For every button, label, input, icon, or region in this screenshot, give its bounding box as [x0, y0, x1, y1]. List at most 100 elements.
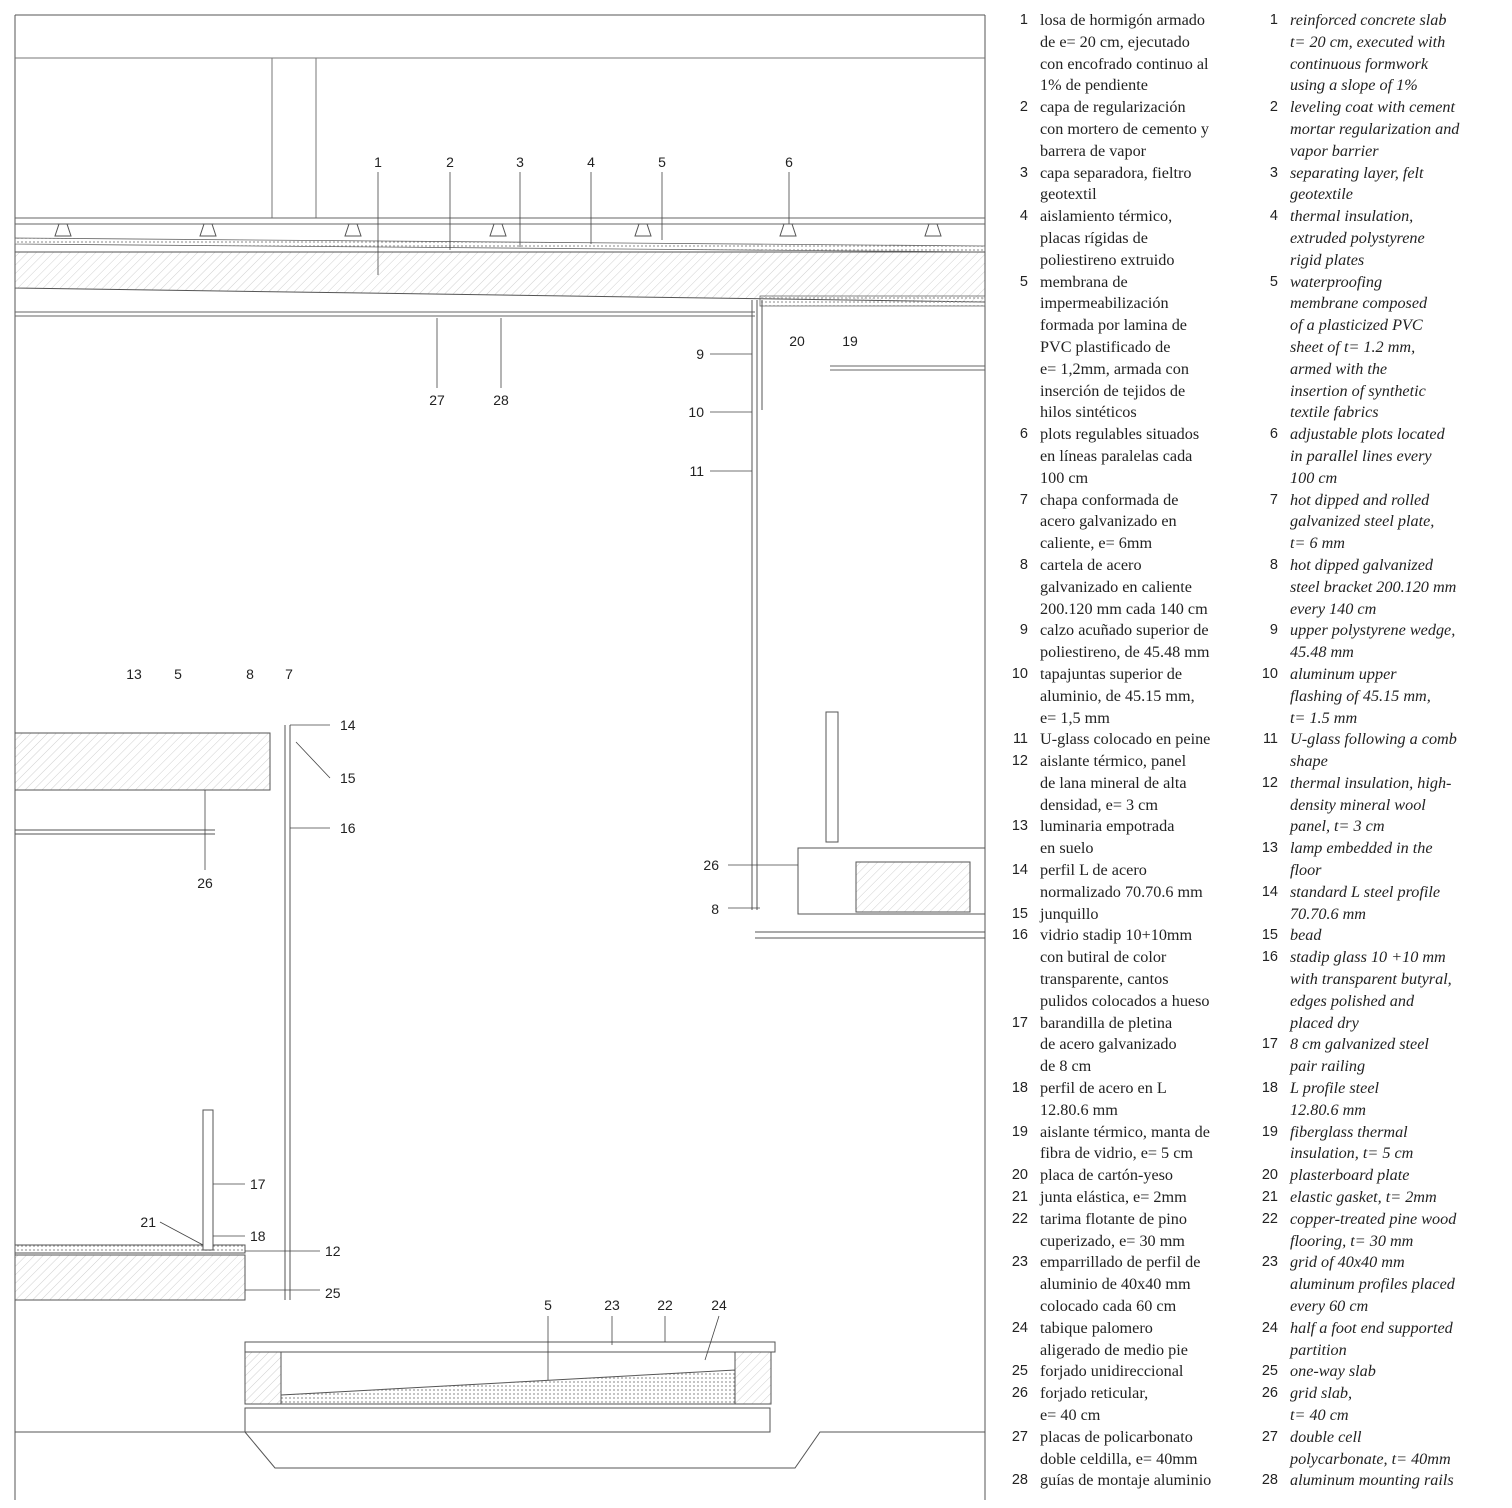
legend-number: 25	[1011, 1363, 1028, 1380]
legend-number: 26	[1011, 1385, 1028, 1402]
callout-label: 3	[516, 154, 524, 170]
legend-text: stadip glass 10 +10 mm with transparent …	[1290, 948, 1452, 1032]
legend-text: perfil de acero en L 12.80.6 mm	[1040, 1079, 1167, 1119]
legend-number: 21	[1011, 1189, 1028, 1206]
legend-item: 6 plots regulables situados en líneas par…	[1008, 424, 1248, 489]
legend-text: placas de policarbonato doble celdilla, …	[1040, 1427, 1198, 1468]
legend-text: aislamiento térmico, placas rígidas de p…	[1040, 207, 1175, 269]
legend-number: 15	[1011, 905, 1028, 922]
legend-text: thermal insulation, high- density minera…	[1290, 773, 1452, 836]
callout-label: 5	[544, 1297, 552, 1313]
legend-number: 26	[1261, 1385, 1278, 1402]
legend-number: 4	[1019, 208, 1028, 225]
legend-number: 15	[1261, 927, 1278, 944]
legend-text: U-glass colocado en peine	[1040, 730, 1211, 749]
upper-facade	[15, 57, 985, 218]
legend-text: double cell polycarbonate, t= 40mm	[1290, 1427, 1451, 1468]
legend-number: 5	[1019, 273, 1028, 290]
legend-text: adjustable plots located in parallel lin…	[1290, 425, 1445, 487]
legend-text: plasterboard plate	[1290, 1166, 1410, 1185]
lower-slab	[14, 1109, 246, 1301]
legend-text: guías de montaje aluminio	[1040, 1471, 1212, 1490]
callout-label: 2	[446, 154, 454, 170]
legend-text: cartela de acero galvanizado en caliente…	[1040, 555, 1208, 618]
legend-item: 24 half a foot end supported partition	[1258, 1318, 1508, 1362]
callout-label: 27	[429, 392, 445, 408]
callout-label: 15	[340, 770, 356, 786]
legend-text: vidrio stadip 10+10mm con butiral de col…	[1040, 926, 1210, 1010]
legend-text: luminaria empotrada en suelo	[1040, 817, 1175, 858]
legend-text: emparrillado de perfil de aluminio de 40…	[1040, 1253, 1201, 1316]
legend-number: 13	[1261, 840, 1278, 857]
legend-text: junta elástica, e= 2mm	[1040, 1188, 1187, 1207]
legend-number: 14	[1261, 883, 1278, 900]
legend-number: 5	[1269, 273, 1278, 290]
callout-label: 14	[340, 717, 356, 733]
legend-item: 5 membrana de impermeabilización formada …	[1008, 272, 1248, 425]
callout-label: 17	[250, 1176, 266, 1192]
legend-number: 18	[1261, 1080, 1278, 1097]
legend-number: 8	[1269, 556, 1278, 573]
legend-number: 10	[1261, 665, 1278, 682]
callout-label: 5	[174, 666, 182, 682]
callout-label: 18	[250, 1228, 266, 1244]
legend-text: half a foot end supported partition	[1290, 1318, 1453, 1359]
legend-text: capa de regularización con mortero de ce…	[1040, 98, 1210, 160]
legend-item: 4 aislamiento térmico, placas rígidas de …	[1008, 206, 1248, 271]
legend-number: 19	[1011, 1123, 1028, 1140]
callout-label: 13	[126, 666, 142, 682]
legend-number: 20	[1011, 1167, 1028, 1184]
legend-number: 6	[1019, 426, 1028, 443]
legend-number: 10	[1011, 665, 1028, 682]
legend-number: 12	[1011, 753, 1028, 770]
legend-text: calzo acuñado superior de poliestireno, …	[1040, 621, 1210, 662]
legend-text: grid of 40x40 mm aluminum profiles place…	[1290, 1253, 1455, 1316]
legend-number: 19	[1261, 1123, 1278, 1140]
legend-text: U-glass following a comb shape	[1290, 730, 1457, 771]
callout-label: 11	[689, 463, 704, 479]
legend-number: 18	[1011, 1080, 1028, 1097]
legend-number: 2	[1269, 99, 1278, 116]
callout-label: 25	[325, 1285, 341, 1301]
roof-assembly	[14, 217, 986, 371]
roof-plots	[54, 223, 942, 237]
legend-item: 20 plasterboard plate	[1258, 1165, 1508, 1187]
callout-label: 23	[604, 1297, 620, 1313]
legend-text: perfil L de acero normalizado 70.70.6 mm	[1040, 861, 1203, 901]
ground-floor	[15, 1341, 985, 1469]
legend-text: junquillo	[1040, 904, 1099, 923]
callout-label: 26	[197, 875, 213, 891]
legend-number: 11	[1262, 731, 1278, 748]
callout-label: 1	[374, 154, 382, 170]
legend-text: tabique palomero aligerado de medio pie	[1040, 1318, 1188, 1359]
legend-text: hot dipped galvanized steel bracket 200.…	[1290, 555, 1457, 618]
legend-number: 20	[1261, 1167, 1278, 1184]
intermediate-slab	[14, 725, 291, 1300]
callout-label: 8	[711, 901, 719, 917]
callout-label: 8	[246, 666, 254, 682]
legend-text: membrana de impermeabilización formada p…	[1040, 272, 1189, 422]
legend-number: 24	[1261, 1319, 1278, 1336]
legend-item: 18 perfil de acero en L 12.80.6 mm	[1008, 1078, 1248, 1122]
legend-text: plots regulables situados en líneas para…	[1040, 425, 1200, 487]
